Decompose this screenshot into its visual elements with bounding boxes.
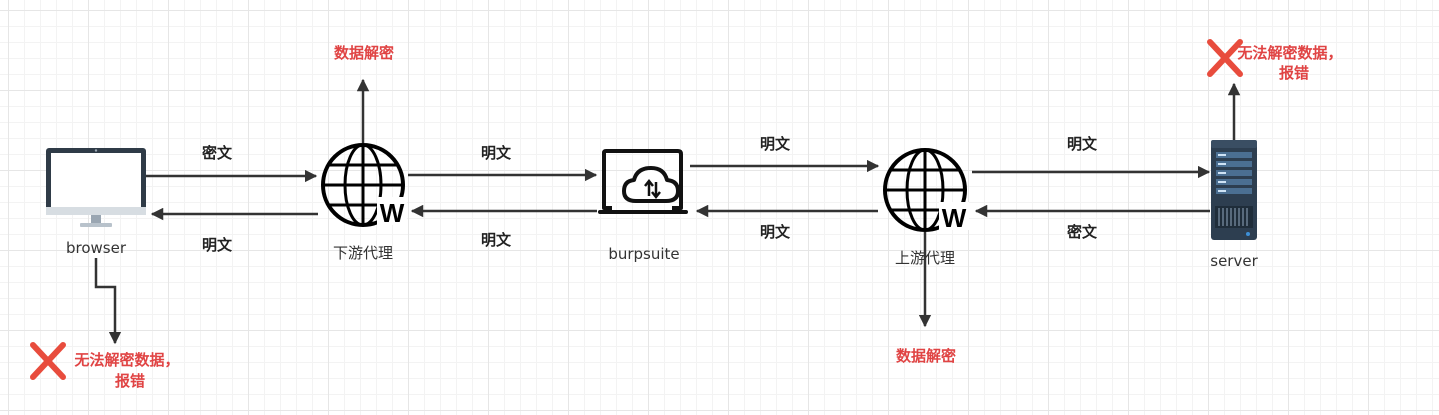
browser-error-line2: 报错 (115, 372, 145, 390)
browser-node[interactable]: browser (46, 148, 146, 257)
browser-label: browser (66, 239, 127, 257)
edge-label-downstream-to-browser: 明文 (202, 236, 233, 254)
arrow-browser-error (94, 258, 122, 345)
server-error-line2: 报错 (1279, 64, 1309, 82)
downstream-proxy-node[interactable]: W 下游代理 (321, 143, 407, 262)
browser-error-line1: 无法解密数据， (73, 351, 179, 369)
edge-label-burp-to-downstream: 明文 (481, 231, 512, 249)
edge-label-server-to-upstream: 密文 (1067, 223, 1098, 241)
red-x-icon (1207, 39, 1243, 77)
upstream-proxy-node[interactable]: W 上游代理 (883, 148, 969, 267)
server-error-note: 无法解密数据， 报错 (1207, 39, 1343, 82)
edge-label-downstream-to-burp: 明文 (481, 144, 512, 162)
server-node[interactable]: server (1210, 140, 1259, 270)
browser-error-note: 无法解密数据， 报错 (30, 342, 180, 390)
edge-label-browser-to-downstream: 密文 (202, 144, 233, 162)
note-downstream-decrypt: 数据解密 (334, 44, 394, 62)
svg-text:W: W (942, 203, 967, 233)
edge-label-burp-to-upstream: 明文 (760, 135, 791, 153)
server-rack-icon (1211, 140, 1257, 240)
edge-label-upstream-to-burp: 明文 (760, 223, 791, 241)
monitor-icon (46, 148, 146, 227)
globe-w-icon: W (321, 143, 407, 228)
note-upstream-decrypt: 数据解密 (896, 347, 956, 365)
cloud-sync-monitor-icon (598, 149, 688, 214)
downstream-proxy-label: 下游代理 (333, 244, 393, 262)
burpsuite-node[interactable]: burpsuite (598, 149, 688, 263)
server-label: server (1210, 252, 1258, 270)
server-error-line1: 无法解密数据， (1236, 44, 1342, 62)
edge-label-upstream-to-server: 明文 (1067, 135, 1098, 153)
red-x-icon (30, 342, 66, 380)
burpsuite-label: burpsuite (608, 245, 679, 263)
globe-w-icon: W (883, 148, 969, 233)
svg-text:W: W (380, 198, 405, 228)
